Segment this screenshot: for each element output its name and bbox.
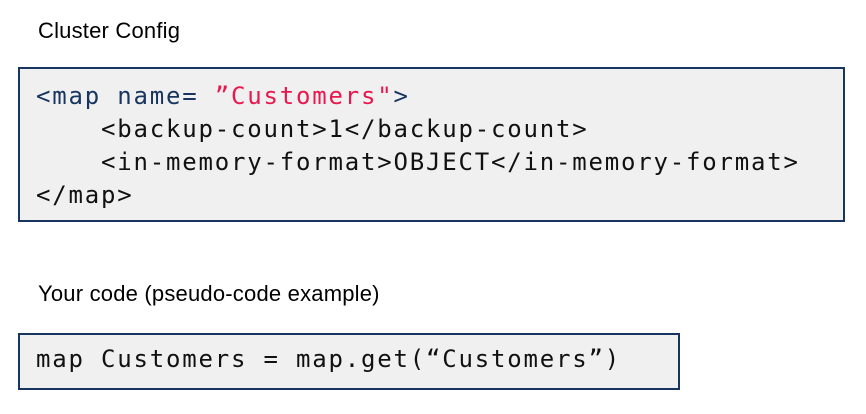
- xml-tag-close: >: [393, 82, 410, 110]
- code-line-backup-count: <backup-count>1</backup-count>: [36, 115, 589, 143]
- code-line-in-memory-format: <in-memory-format>OBJECT</in-memory-form…: [36, 148, 800, 176]
- your-code-heading: Your code (pseudo-code example): [38, 281, 380, 306]
- code-line-map-open: <map name= ”Customers">: [36, 80, 827, 113]
- xml-attr-value: ”Customers": [214, 82, 394, 110]
- xml-tag-open: <map name=: [36, 82, 215, 110]
- cluster-config-heading: Cluster Config: [38, 18, 181, 43]
- cluster-config-code-block: <map name= ”Customers"> <backup-count>1<…: [18, 67, 845, 222]
- code-line-map-get: map Customers = map.get(“Customers”): [36, 345, 621, 373]
- code-line-map-close: </map>: [36, 181, 134, 209]
- pseudo-code-block: map Customers = map.get(“Customers”): [18, 333, 680, 390]
